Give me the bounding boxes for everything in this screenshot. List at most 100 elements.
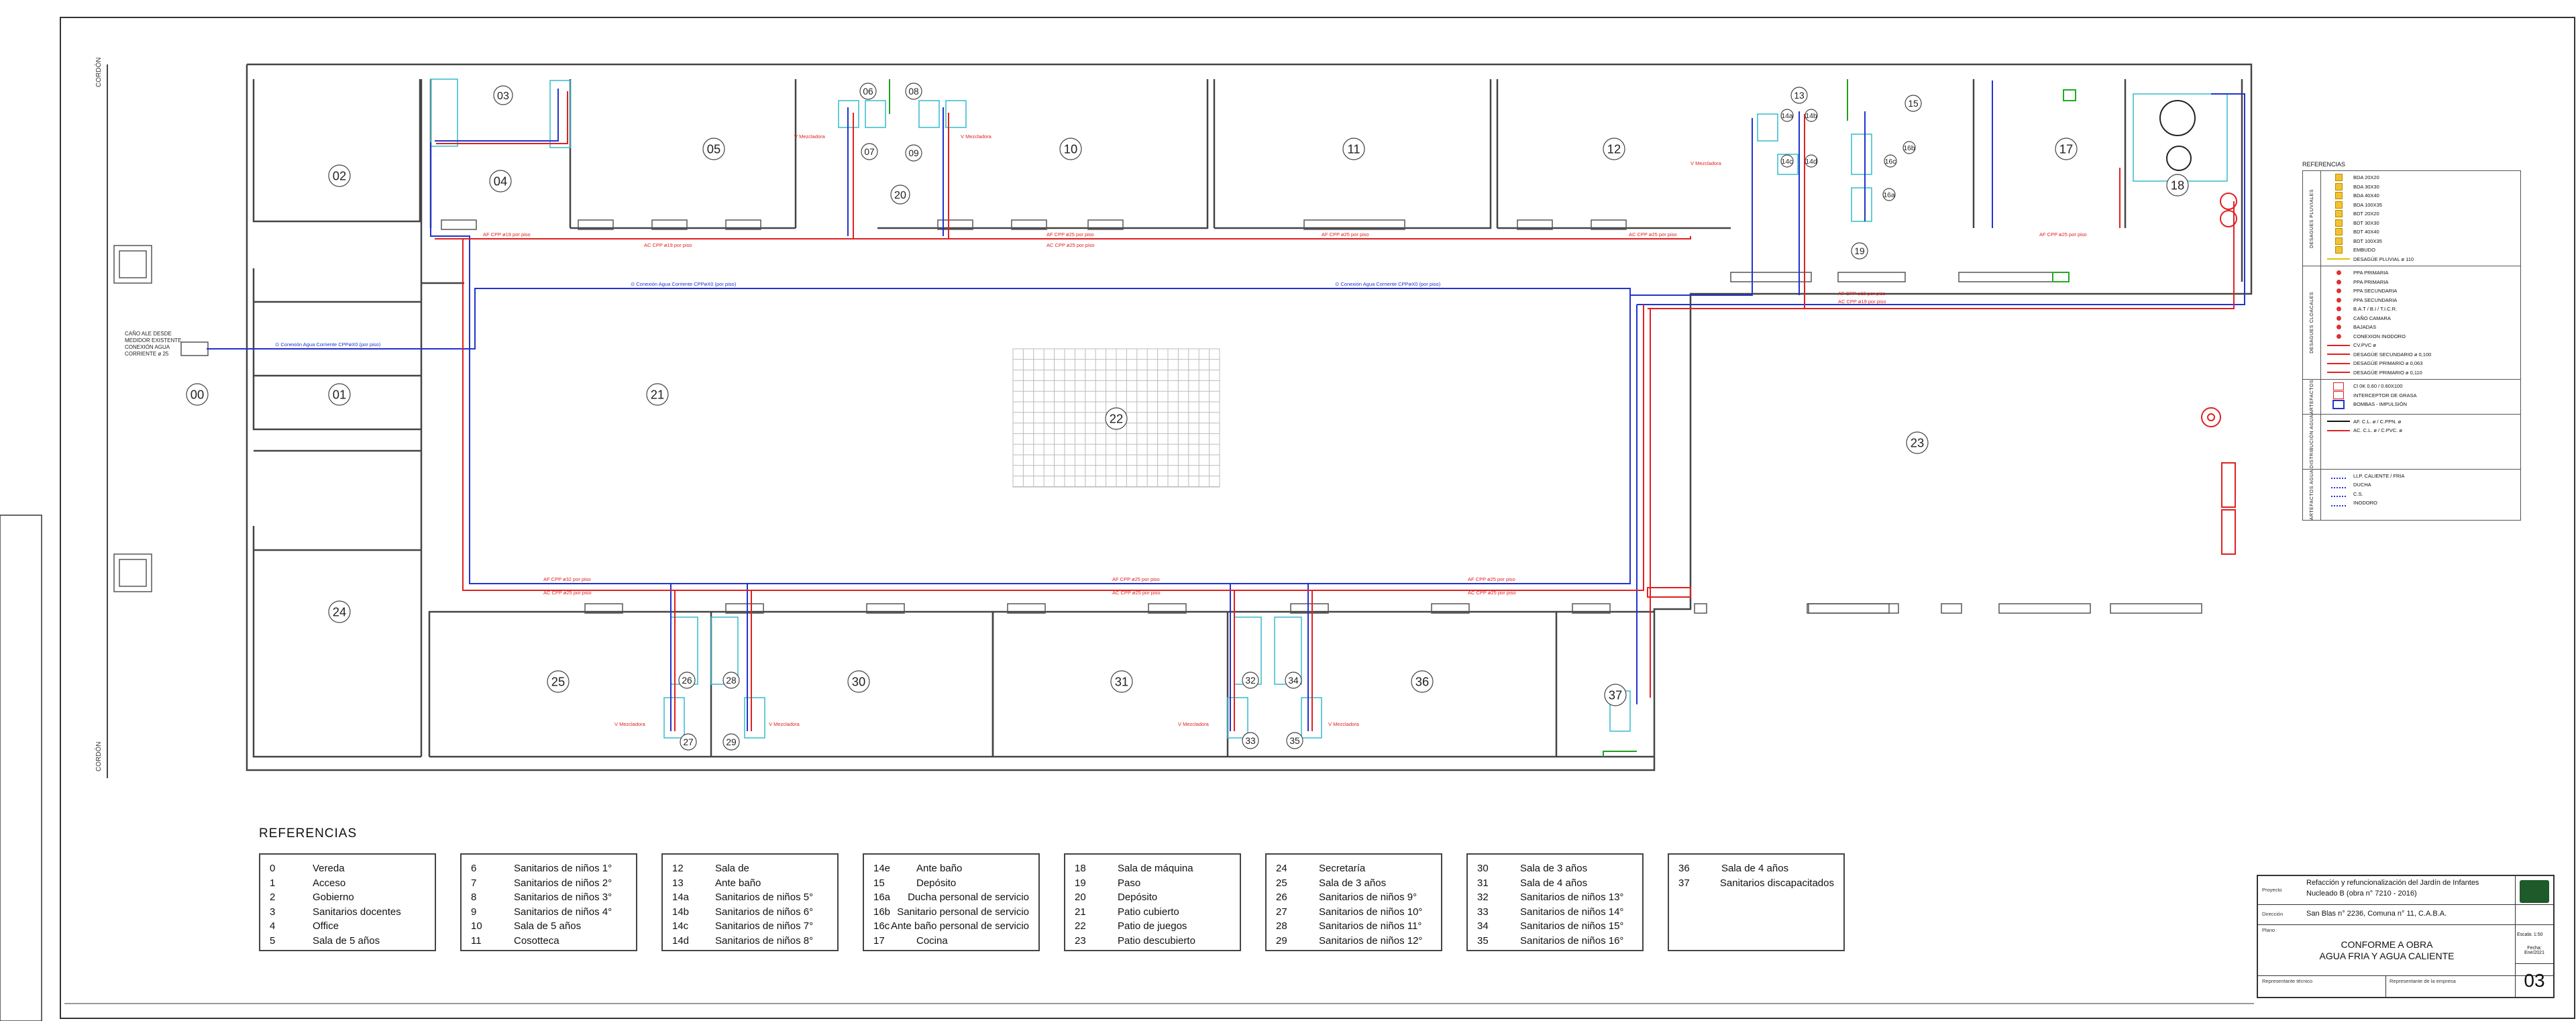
reference-row: 14a Sanitarios de niños 5° <box>672 890 828 905</box>
svg-text:16a: 16a <box>1883 192 1895 199</box>
legend-item: AF. C.L. ø / C.PPN. ø <box>2324 417 2518 426</box>
pipe-label-ac7: AC CPP ø19 por piso <box>1838 299 1886 305</box>
legend-section-name: ARTEFACTOS <box>2309 380 2314 415</box>
room-marker-04: 04 <box>489 170 512 193</box>
svg-text:06: 06 <box>863 87 873 97</box>
reference-number: 27 <box>1276 906 1287 918</box>
room-marker-11: 11 <box>1342 138 1365 160</box>
reference-label: Patio de juegos <box>1118 920 1187 932</box>
reference-label: Sanitarios de niños 5° <box>715 892 814 903</box>
reference-label: Sanitarios de niños 14° <box>1520 906 1624 918</box>
svg-text:32: 32 <box>1245 676 1255 686</box>
red-line-icon <box>2327 354 2350 356</box>
plan-title-1: CONFORME A OBRA <box>2341 939 2433 950</box>
room-marker-15: 15 <box>1904 95 1922 112</box>
reference-label: Depósito <box>1118 892 1158 903</box>
room-marker-19: 19 <box>1851 242 1868 260</box>
reference-number: 16b <box>873 906 891 918</box>
pipe-label-af5: AF CPP ø25 por piso <box>1112 576 1160 582</box>
connection-note: CAÑO ALE DESDE MEDIDOR EXISTENTE CONEXIÓ… <box>125 331 181 357</box>
pipe-label-af1: AF CPP ø19 por piso <box>483 231 531 237</box>
legend-item: BDT 20X20 <box>2324 209 2518 219</box>
reference-label: Office <box>313 920 339 932</box>
reference-number: 14b <box>672 906 690 918</box>
legend-item: BDT 40X40 <box>2324 227 2518 237</box>
legend-item: BDA 20X20 <box>2324 173 2518 182</box>
room-marker-21: 21 <box>646 383 669 406</box>
mixer-label-5: V Mezcladora <box>769 721 800 727</box>
reference-label: Sala de máquina <box>1118 863 1193 874</box>
room-marker-05: 05 <box>702 138 725 160</box>
svg-text:04: 04 <box>494 174 507 189</box>
legend-item-label: BDA 100X35 <box>2353 201 2382 208</box>
svg-text:16b: 16b <box>1903 145 1915 152</box>
pipe-label-ac3: AC CPP ø25 por piso <box>1629 231 1677 237</box>
reference-label: Sanitarios de niños 9° <box>1319 892 1417 903</box>
legend-item-label: LLP. CALIENTE / FRIA <box>2353 472 2405 479</box>
svg-text:20: 20 <box>894 189 906 201</box>
svg-text:01: 01 <box>333 388 346 402</box>
project-line-1: Refacción y refuncionalización del Jardí… <box>2306 879 2479 887</box>
reference-label: Ante baño personal de servicio <box>891 920 1029 932</box>
reference-label: Patio cubierto <box>1118 906 1179 918</box>
room-marker-28: 28 <box>722 671 740 689</box>
room-marker-27: 27 <box>680 733 697 751</box>
svg-text:35: 35 <box>1289 736 1300 746</box>
svg-text:27: 27 <box>683 737 693 747</box>
legend-item: BDA 40X40 <box>2324 191 2518 201</box>
room-marker-01: 01 <box>328 383 351 406</box>
svg-text:16c: 16c <box>1885 158 1896 166</box>
legend-item: CAÑO CAMARA <box>2324 314 2518 323</box>
svg-text:24: 24 <box>333 605 346 619</box>
reference-number: 14d <box>672 934 690 947</box>
legend-item-label: BDT 20X20 <box>2353 211 2379 217</box>
legend-item: DESAGÜE PRIMARIO ø 0,063 <box>2324 359 2518 368</box>
legend-item-label: BDA 40X40 <box>2353 193 2379 199</box>
pipe-label-af6: AF CPP ø25 por piso <box>1468 576 1515 582</box>
svg-text:33: 33 <box>1245 736 1256 746</box>
valve-icon <box>2331 500 2346 506</box>
svg-text:34: 34 <box>1288 676 1299 686</box>
pump-icon <box>2332 399 2345 409</box>
drain-point-icon <box>2336 307 2341 312</box>
legend-item: BOMBAS - IMPULSIÓN <box>2324 399 2518 409</box>
room-marker-14d: 14d <box>1805 154 1818 168</box>
legend-item: PPA SECUNDARIA <box>2324 286 2518 296</box>
svg-text:12: 12 <box>1607 142 1621 156</box>
legend-section-name: DESAGÜES PLUVIALES <box>2309 189 2314 248</box>
bathroom-fixtures <box>430 78 2228 739</box>
pipe-label-ac2: AC CPP ø25 por piso <box>1046 242 1095 248</box>
legend-item-label: BDA 30X30 <box>2353 183 2379 190</box>
reference-number: 14a <box>672 892 690 903</box>
drain-box-icon <box>2334 237 2343 245</box>
svg-text:02: 02 <box>333 169 346 183</box>
room-marker-18: 18 <box>2166 174 2189 197</box>
reference-label: Sanitarios de niños 8° <box>715 934 814 947</box>
reference-label: Acceso <box>313 877 346 889</box>
svg-text:14d: 14d <box>1805 158 1817 166</box>
reference-number: 16c <box>873 920 890 932</box>
drain-point-icon <box>2336 325 2341 330</box>
reference-number: 3 <box>270 906 276 918</box>
reference-number: 11 <box>471 934 482 947</box>
svg-text:25: 25 <box>551 675 565 689</box>
reference-number: 35 <box>1477 934 1489 947</box>
